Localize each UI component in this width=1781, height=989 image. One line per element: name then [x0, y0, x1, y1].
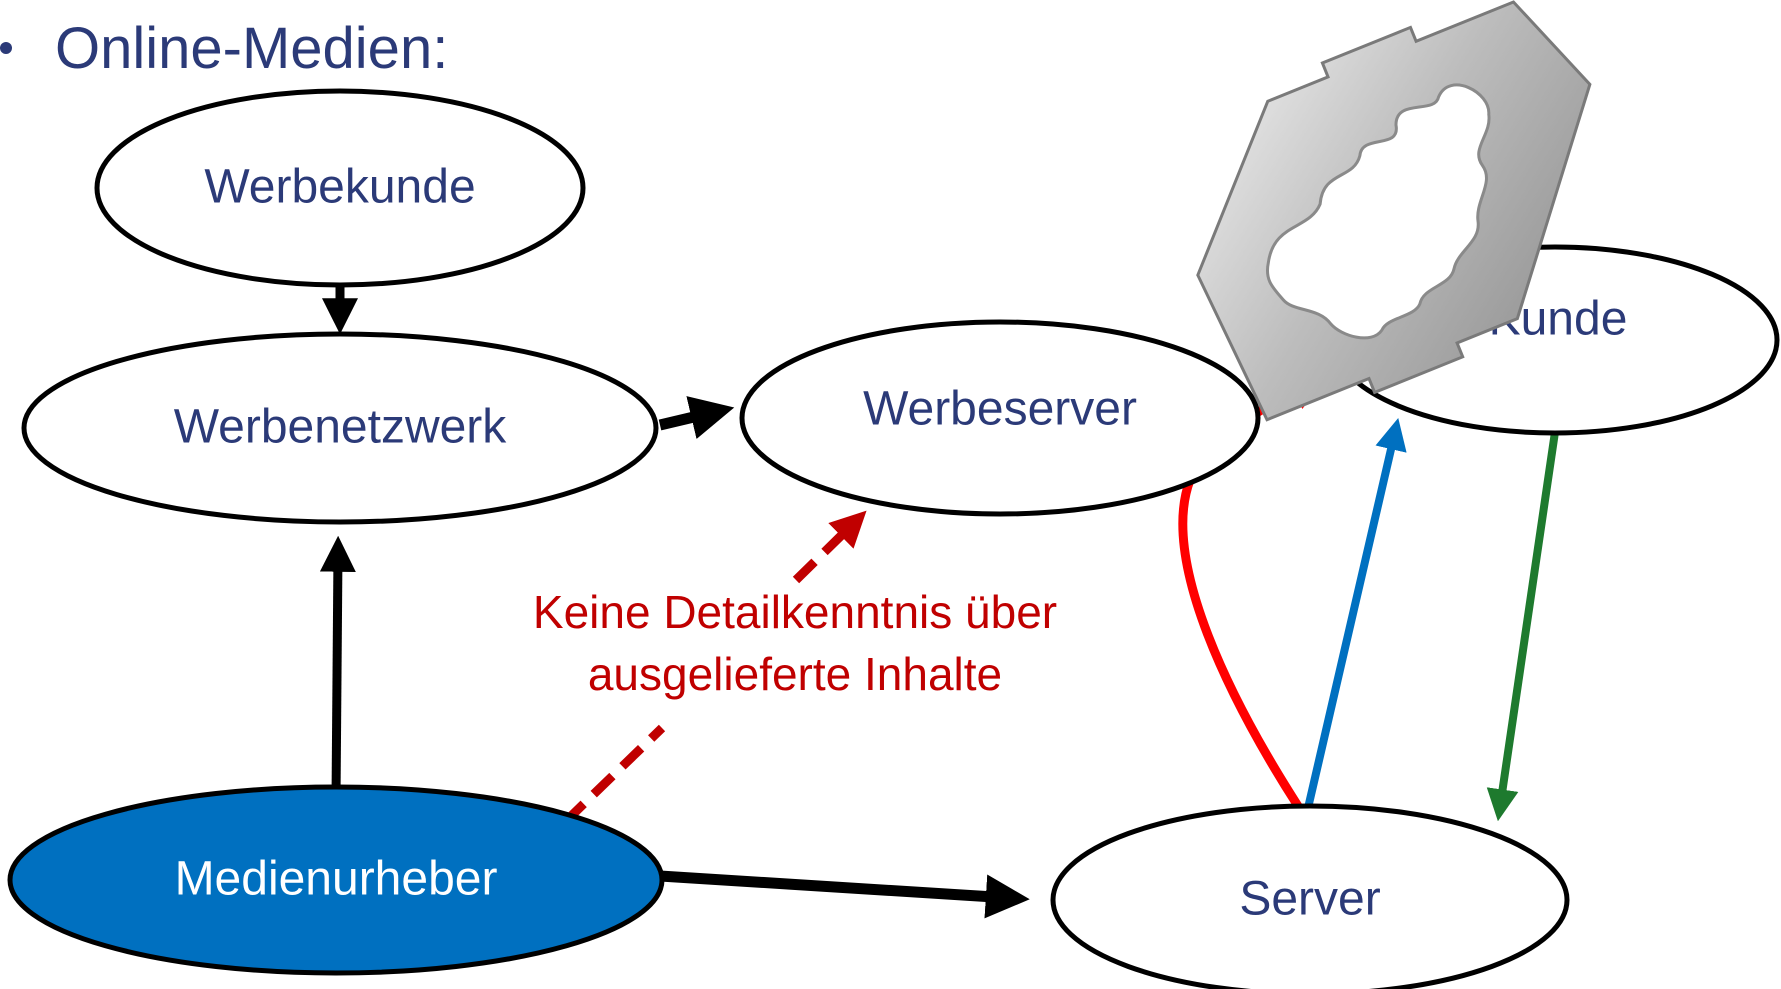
- annotation-line-1: Keine Detailkenntnis über: [533, 586, 1057, 638]
- page-title: Online-Medien:: [55, 15, 449, 81]
- node-server: Server: [1050, 803, 1570, 989]
- node-werbekunde: Werbekunde: [94, 88, 586, 288]
- edge-kunde-to-server: [1486, 431, 1559, 822]
- razor-blade-icon: [1196, 0, 1592, 422]
- node-medienurheber: Medienurheber: [7, 784, 665, 976]
- edge-dashed-to-werbeserver: [792, 510, 867, 584]
- edge-dashed-from-medienurheber: [561, 724, 666, 826]
- node-werbekunde-label: Werbekunde: [204, 161, 475, 214]
- heading-line: Online-Medien:: [0, 8, 448, 88]
- edge-werbenetzwerk-to-werbeserver: [658, 396, 735, 439]
- annotation-line-2: ausgelieferte Inhalte: [588, 648, 1002, 700]
- node-werbeserver-label: Werbeserver: [863, 383, 1137, 436]
- node-werbenetzwerk-label: Werbenetzwerk: [174, 401, 508, 454]
- edge-server-to-kunde: [1304, 417, 1407, 809]
- node-werbenetzwerk: Werbenetzwerk: [21, 331, 659, 525]
- node-medienurheber-label: Medienurheber: [175, 853, 498, 906]
- node-server-label: Server: [1239, 873, 1380, 926]
- edge-medienurheber-to-server: [659, 870, 1030, 919]
- node-werbeserver: Werbeserver: [739, 319, 1261, 517]
- bullet-dot: [0, 42, 12, 54]
- edge-medienurheber-to-werbenetzwerk: [319, 535, 356, 801]
